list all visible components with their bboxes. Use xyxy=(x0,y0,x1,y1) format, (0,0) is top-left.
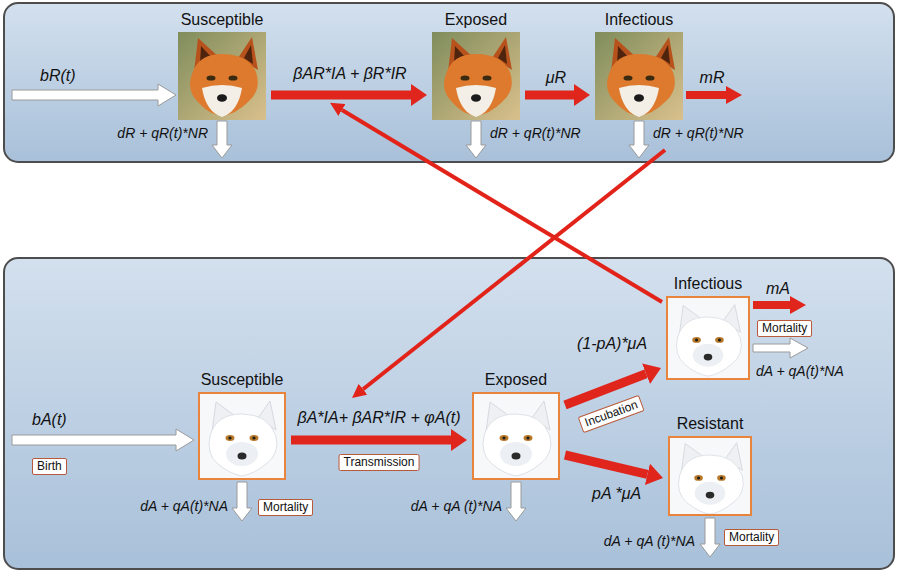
rate-text: dA + qA (t)*NA xyxy=(604,532,695,550)
mortality-arrow xyxy=(212,121,232,158)
rate-label: mR xyxy=(700,68,725,88)
process-tag: Mortality xyxy=(757,318,812,337)
rate-text: mR xyxy=(700,68,725,88)
photo-frame xyxy=(472,392,560,480)
compartment-node: Infectious xyxy=(664,274,752,380)
red-fox-picture xyxy=(595,32,683,120)
rate-text: βA*IA+ βAR*IR + φA(t) xyxy=(298,408,461,428)
mortality-arrow xyxy=(700,518,720,557)
tag-text: Incubation xyxy=(578,395,645,433)
rate-text: μR xyxy=(546,68,566,88)
arctic-fox-panel xyxy=(4,258,894,569)
rate-text: dR + qR(t)*NR xyxy=(117,124,208,142)
photo-frame xyxy=(178,32,266,120)
rate-text: mA xyxy=(766,279,790,299)
process-tag: Mortality xyxy=(724,527,779,546)
birth-arrow xyxy=(12,429,194,451)
rate-text: dR + qR(t)*NR xyxy=(653,124,744,142)
mortality-rate: dA + qA(t)*NA xyxy=(756,362,844,380)
compartment-node: Infectious xyxy=(593,10,685,120)
disease-mortality-arrow xyxy=(686,86,742,104)
birth-arrow xyxy=(12,84,176,106)
mortality-arrow xyxy=(629,121,649,158)
arctic-fox-picture xyxy=(472,392,560,480)
process-tag: Birth xyxy=(32,456,67,475)
rate-label: bA(t) xyxy=(32,410,67,430)
compartment-title: Resistant xyxy=(666,414,754,434)
rate-text: pA *μA xyxy=(592,484,641,504)
rate-text: dA + qA (t)*NA xyxy=(411,497,502,515)
red-fox-picture xyxy=(178,32,266,120)
photo-frame xyxy=(198,392,286,480)
compartment-title: Exposed xyxy=(430,10,522,30)
transition-rate: βA*IA+ βAR*IR + φA(t) xyxy=(298,408,461,428)
rate-text: (1-pA)*μA xyxy=(577,334,647,354)
red-fox-picture xyxy=(432,32,520,120)
mortality-rate: dA + qA(t)*NA xyxy=(140,497,228,515)
arctic-fox-picture xyxy=(198,392,286,480)
rate-text: dR + qR(t)*NR xyxy=(490,124,581,142)
compartment-node: Resistant xyxy=(666,414,754,516)
compartment-node: Exposed xyxy=(430,10,522,120)
transition-rate: pA *μA xyxy=(592,484,641,504)
compartment-title: Infectious xyxy=(664,274,752,294)
tag-text: Birth xyxy=(32,458,67,475)
tag-text: Mortality xyxy=(724,529,779,546)
mortality-arrow xyxy=(232,482,252,521)
transition-arrow xyxy=(291,436,451,445)
rate-label: mA xyxy=(766,279,790,299)
photo-frame xyxy=(668,436,752,516)
photo-frame xyxy=(432,32,520,120)
mortality-arrow xyxy=(466,121,486,158)
mortality-rate: dR + qR(t)*NR xyxy=(490,124,581,142)
mortality-rate: dA + qA (t)*NA xyxy=(411,497,502,515)
rate-text: βAR*IA + βR*IR xyxy=(293,64,406,84)
red-fox-panel xyxy=(4,3,894,162)
photo-frame xyxy=(666,296,750,380)
rate-text: dA + qA(t)*NA xyxy=(756,362,844,380)
rate-text: dA + qA(t)*NA xyxy=(140,497,228,515)
compartment-title: Infectious xyxy=(593,10,685,30)
arctic-fox-picture xyxy=(668,434,752,518)
compartment-title: Susceptible xyxy=(196,370,288,390)
tag-text: Mortality xyxy=(757,320,812,337)
tag-text: Transmission xyxy=(339,454,420,471)
mortality-rate: dA + qA (t)*NA xyxy=(604,532,695,550)
compartment-node: Susceptible xyxy=(196,370,288,480)
mortality-arrow xyxy=(753,338,808,358)
cross-infection-line xyxy=(363,150,665,389)
arctic-fox-picture xyxy=(666,296,750,380)
compartment-title: Exposed xyxy=(470,370,562,390)
compartment-node: Susceptible xyxy=(176,10,268,120)
cross-infection-line xyxy=(342,110,662,302)
process-tag: Incubation xyxy=(577,393,645,433)
transition-rate: βAR*IA + βR*IR xyxy=(293,64,406,84)
transition-arrow xyxy=(525,91,574,100)
rate-text: bR(t) xyxy=(40,66,76,86)
rate-text: bA(t) xyxy=(32,410,67,430)
rate-label: bR(t) xyxy=(40,66,76,86)
transition-arrow xyxy=(271,91,411,100)
transition-rate: μR xyxy=(546,68,566,88)
transition-rate: (1-pA)*μA xyxy=(577,334,647,354)
transition-arrow xyxy=(565,455,647,474)
mortality-arrow xyxy=(506,482,526,521)
compartment-node: Exposed xyxy=(470,370,562,480)
mortality-rate: dR + qR(t)*NR xyxy=(117,124,208,142)
process-tag: Transmission xyxy=(339,452,420,471)
photo-frame xyxy=(595,32,683,120)
disease-mortality-arrow xyxy=(753,296,806,314)
mortality-rate: dR + qR(t)*NR xyxy=(653,124,744,142)
process-tag: Mortality xyxy=(258,497,313,516)
tag-text: Mortality xyxy=(258,499,313,516)
compartment-title: Susceptible xyxy=(176,10,268,30)
